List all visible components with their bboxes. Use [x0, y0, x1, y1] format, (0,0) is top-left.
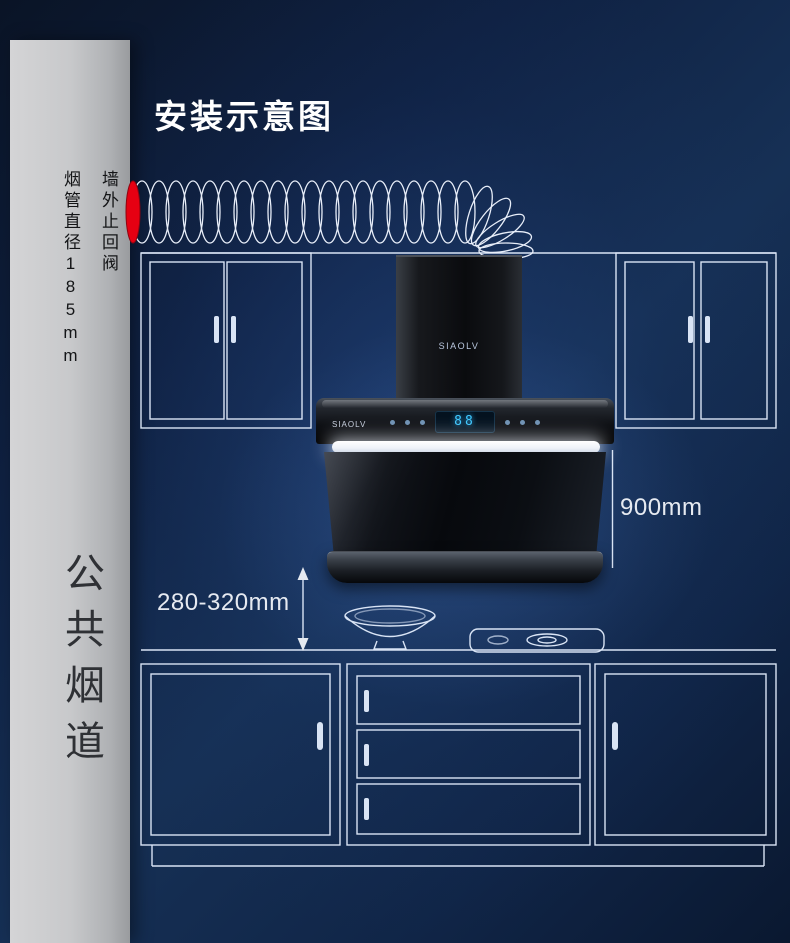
glass-highlight: [324, 452, 606, 556]
control-button-icon: [535, 419, 540, 425]
panel-brand-logo: SIAOLV: [332, 420, 367, 429]
digital-display: 88: [435, 411, 495, 433]
control-button-icon: [520, 419, 525, 425]
height-dimension-arrow: [297, 567, 309, 651]
kickboard: [151, 845, 765, 867]
control-button-icon: [420, 419, 425, 425]
upper-cabinet-right: [615, 252, 777, 429]
upper-cabinet-left: [140, 252, 312, 429]
cooktop: [469, 628, 605, 653]
wok: [344, 605, 436, 650]
control-button-icon: [505, 419, 510, 425]
hood-width-label: 900mm: [620, 494, 703, 521]
brand-logo: SIAOLV: [438, 341, 480, 351]
led-light-strip: [332, 441, 600, 453]
install-height-label: 280-320mm: [157, 589, 290, 616]
duct-diameter-note: 烟管直径185mm: [61, 170, 80, 369]
public-flue-label: 公共烟道: [59, 552, 103, 776]
drawer-unit: [346, 663, 591, 846]
hood-glass-panel: [324, 452, 606, 556]
check-valve-note: 墙外止回阀: [99, 170, 118, 275]
control-button-icon: [390, 419, 395, 425]
exhaust-duct: [131, 180, 534, 260]
lower-cabinet-right: [594, 663, 777, 846]
page-title: 安装示意图: [154, 98, 334, 135]
hood-control-housing: SIAOLV 88: [316, 398, 614, 444]
hood-chimney: SIAOLV: [396, 255, 522, 402]
public-flue-column: [10, 40, 130, 943]
check-valve-icon: [125, 180, 141, 244]
lower-cabinet-left: [140, 663, 341, 846]
hood-base-tray: [327, 551, 603, 583]
control-panel: 88: [316, 411, 614, 433]
control-button-icon: [405, 419, 410, 425]
canopy-sheen: [322, 400, 608, 408]
